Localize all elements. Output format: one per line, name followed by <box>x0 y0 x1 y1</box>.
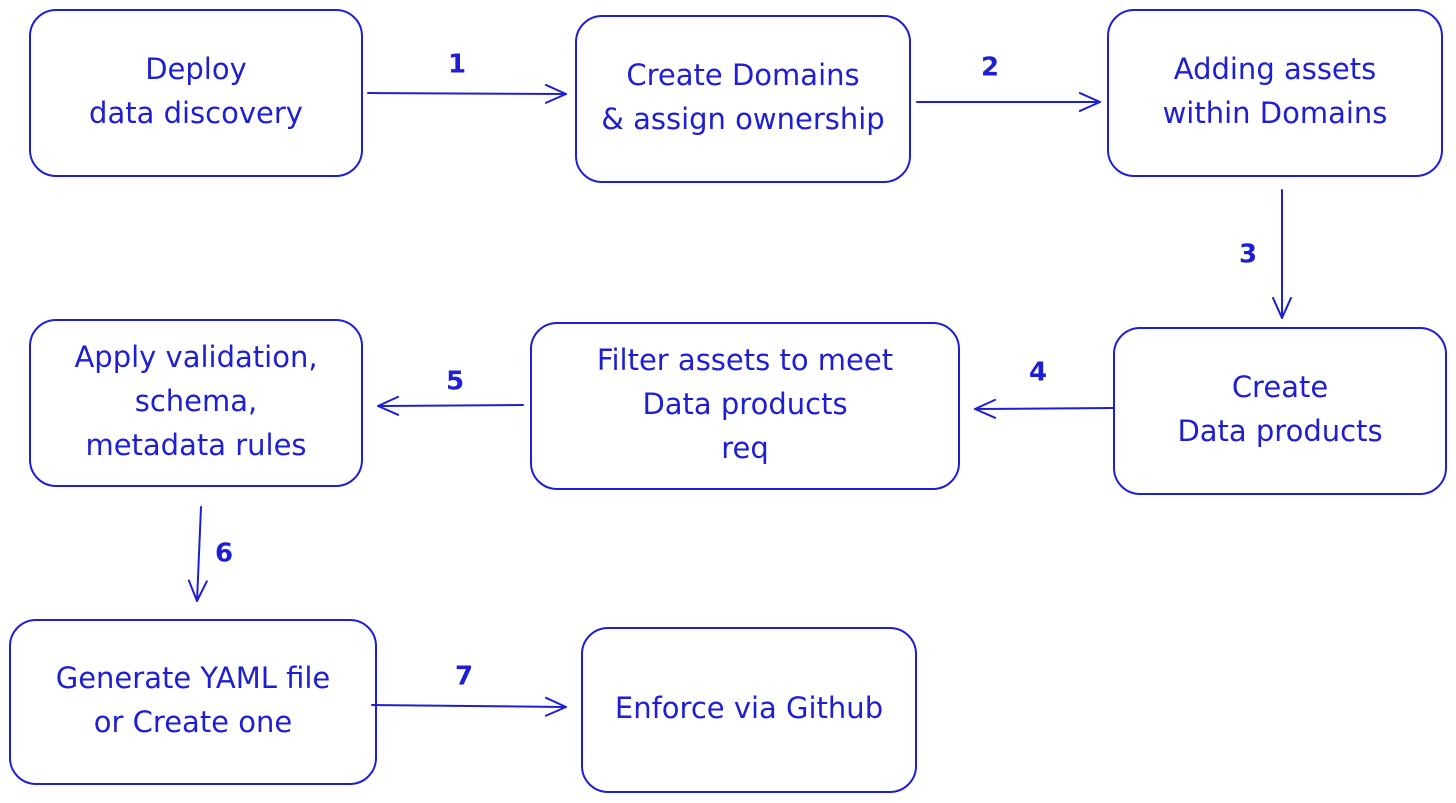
node-box-yaml <box>9 619 377 785</box>
edge-products-filter: 4 <box>974 358 1115 419</box>
node-label-github-0: Enforce via Github <box>615 691 883 725</box>
node-label-domains-0: Create Domains <box>626 58 859 92</box>
node-label-validation-1: schema, <box>135 384 258 418</box>
node-label-assets-0: Adding assets <box>1174 52 1377 86</box>
arrowhead-icon <box>1272 296 1292 319</box>
node-label-domains-1: & assign ownership <box>601 102 884 136</box>
node-label-assets-1: within Domains <box>1163 96 1388 130</box>
arrowhead-icon <box>187 579 208 602</box>
node-box-products <box>1113 327 1447 495</box>
node-label-yaml-1: or Create one <box>94 705 292 739</box>
node-github: Enforce via Github <box>581 627 917 793</box>
edge-label-7: 7 <box>455 662 473 692</box>
node-label-filter-1: Data products <box>642 387 847 421</box>
edge-label-1: 1 <box>448 50 466 80</box>
edge-line-1 <box>367 92 567 95</box>
edge-line-7 <box>371 704 567 708</box>
node-box-github <box>581 627 917 793</box>
edge-line-5 <box>377 404 524 407</box>
arrowhead-icon <box>974 398 997 419</box>
node-domains: Create Domains & assign ownership <box>575 15 911 183</box>
edges-layer: 1 2 3 4 5 6 7 <box>187 50 1292 717</box>
arrowhead-icon <box>377 395 400 416</box>
edge-filter-validation: 5 <box>377 367 524 416</box>
edge-yaml-github: 7 <box>371 662 567 717</box>
node-validation: Apply validation, schema, metadata rules <box>29 319 363 487</box>
node-label-deploy-0: Deploy <box>145 52 247 86</box>
edge-label-5: 5 <box>446 367 464 397</box>
node-label-yaml-0: Generate YAML file <box>56 661 331 695</box>
node-label-filter-0: Filter assets to meet <box>597 343 893 377</box>
node-label-deploy-1: data discovery <box>89 96 303 130</box>
edge-label-3: 3 <box>1239 240 1257 270</box>
node-box-filter <box>530 322 960 490</box>
arrowhead-icon <box>544 696 567 717</box>
node-label-validation-2: metadata rules <box>85 428 306 462</box>
edge-label-2: 2 <box>981 53 999 83</box>
node-yaml: Generate YAML file or Create one <box>9 619 377 785</box>
arrowhead-icon <box>1078 92 1101 112</box>
node-assets: Adding assets within Domains <box>1107 9 1443 177</box>
node-box-validation <box>29 319 363 487</box>
edge-deploy-domains: 1 <box>367 50 567 104</box>
edge-domains-assets: 2 <box>916 53 1101 112</box>
arrowhead-icon <box>544 83 567 104</box>
node-box-domains <box>575 15 911 183</box>
node-box-assets <box>1107 9 1443 177</box>
edge-line-4 <box>974 407 1115 410</box>
node-label-products-0: Create <box>1232 370 1328 404</box>
node-label-filter-2: req <box>721 431 769 465</box>
edge-validation-yaml: 6 <box>187 506 233 602</box>
node-box-deploy <box>29 9 363 177</box>
edge-assets-products: 3 <box>1239 189 1292 319</box>
nodes-layer: Deploy data discovery Create Domains & assi… <box>9 9 1447 793</box>
edge-label-6: 6 <box>215 539 233 569</box>
edge-line-6 <box>196 506 202 602</box>
node-label-validation-0: Apply validation, <box>74 340 317 374</box>
node-deploy: Deploy data discovery <box>29 9 363 177</box>
node-label-products-1: Data products <box>1177 414 1382 448</box>
edge-label-4: 4 <box>1029 358 1047 388</box>
